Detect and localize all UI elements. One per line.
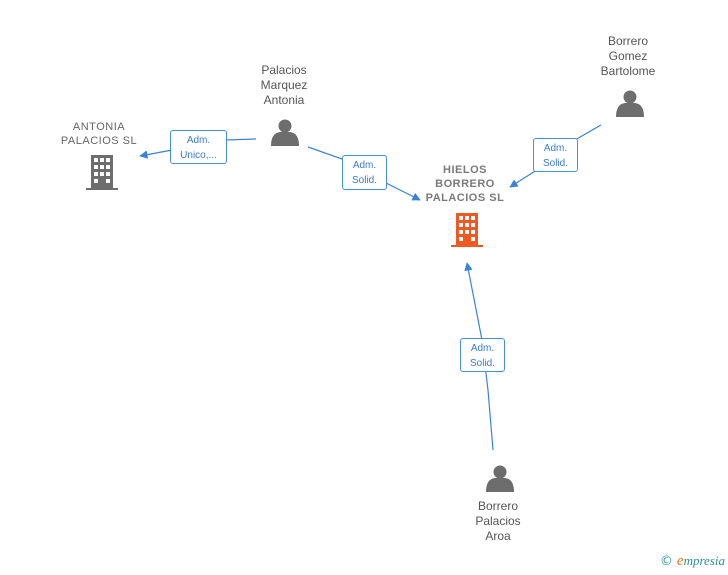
building-icon[interactable]: [86, 155, 118, 190]
person-icon[interactable]: [486, 465, 514, 493]
person-icon[interactable]: [271, 119, 299, 147]
edge-label-adm-solid[interactable]: Adm. Solid.: [342, 155, 387, 190]
label-line: Palacios: [475, 514, 521, 528]
label-line: ANTONIA: [72, 121, 126, 133]
label-line: Marquez: [260, 78, 308, 92]
building-icon[interactable]: [451, 213, 483, 247]
label-line: Borrero: [607, 34, 648, 48]
node-label-borrero-palacios-aroa[interactable]: Borrero Palacios Aroa: [450, 499, 546, 544]
label-line: HIELOS: [443, 164, 487, 176]
person-icon[interactable]: [616, 90, 644, 118]
label-line: Antonia: [263, 93, 305, 107]
node-label-palacios-marquez-antonia[interactable]: Palacios Marquez Antonia: [236, 63, 332, 108]
edge-label-line: Unico,...: [180, 150, 217, 161]
label-line: Bartolome: [600, 64, 656, 78]
edge-label-adm-solid[interactable]: Adm. Solid.: [460, 338, 505, 372]
node-label-antonia-palacios-sl[interactable]: ANTONIA PALACIOS SL: [46, 120, 152, 148]
logo-text: mpresia: [683, 553, 725, 568]
copyright-icon: ©: [659, 554, 673, 569]
label-line: PALACIOS SL: [60, 135, 138, 147]
edge-label-adm-solid[interactable]: Adm. Solid.: [533, 138, 578, 172]
label-line: PALACIOS SL: [425, 192, 505, 204]
edge-label-line: Solid.: [469, 358, 495, 369]
edge-label-line: Solid.: [542, 158, 568, 169]
empresia-footer[interactable]: ©empresia: [660, 553, 725, 570]
label-line: Palacios: [261, 63, 307, 77]
label-line: Borrero: [477, 499, 518, 513]
node-label-hielos-borrero-palacios-sl[interactable]: HIELOS BORRERO PALACIOS SL: [412, 163, 518, 205]
edge-label-line: Adm.: [352, 160, 377, 171]
edge-label-line: Adm.: [470, 343, 495, 354]
edge-label-line: Solid.: [351, 175, 377, 186]
label-line: Aroa: [485, 529, 511, 543]
edge-label-line: Adm.: [543, 143, 568, 154]
empresia-logo: empresia: [676, 553, 725, 569]
logo-initial: e: [676, 553, 684, 569]
label-line: BORRERO: [435, 178, 495, 190]
label-line: Gomez: [608, 49, 648, 63]
edge-label-line: Adm.: [186, 135, 211, 146]
node-label-borrero-gomez-bartolome[interactable]: Borrero Gomez Bartolome: [580, 34, 676, 79]
edge-label-adm-unico[interactable]: Adm. Unico,...: [170, 130, 227, 164]
